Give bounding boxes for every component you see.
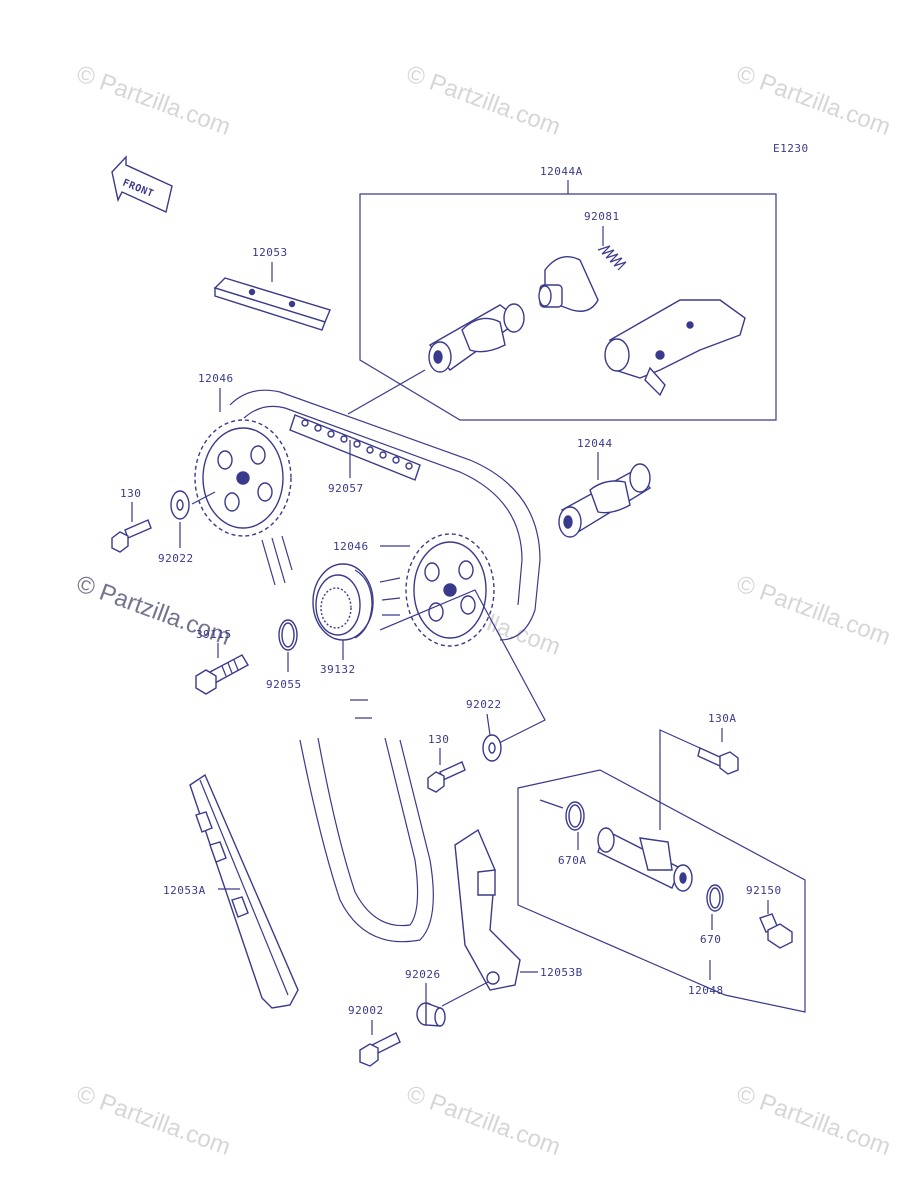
timing-chain-icon [229,389,541,943]
label-12053: 12053 [252,246,288,259]
bolt-130A-icon [697,747,739,775]
chain-guide-12053B-icon [454,828,521,991]
watermark: © Partzilla.com [73,60,234,141]
decompressor-lever-icon [604,299,746,397]
oring-92055-icon [278,619,298,651]
spring-92081-icon [597,245,627,271]
label-92081: 92081 [584,210,620,223]
label-92150: 92150 [746,884,782,897]
sprocket-hub-39132-icon [312,563,374,641]
bolt-39115-icon [195,654,249,695]
bolt-92150-icon [759,913,793,949]
watermark: © Partzilla.com [733,1080,894,1161]
tensioner-box [517,769,806,1013]
label-12053A: 12053A [163,884,206,897]
label-12046-mid: 12046 [333,540,369,553]
label-130-left: 130 [120,487,141,500]
label-92022-mid: 92022 [466,698,502,711]
label-12044: 12044 [577,437,613,450]
label-39115: 39115 [196,628,232,641]
oring-670A-icon [565,801,585,831]
label-92055: 92055 [266,678,302,691]
bolt-130-left-icon [111,519,152,553]
collar-92026-icon [416,1002,446,1027]
oring-670-icon [706,884,724,912]
decompressor-weight-icon [538,256,599,312]
label-39132: 39132 [320,663,356,676]
label-92022-left: 92022 [158,552,194,565]
camshaft-intake-icon [428,303,525,373]
label-92057: 92057 [328,482,364,495]
watermark: © Partzilla.com [73,1080,234,1161]
label-130-mid: 130 [428,733,449,746]
cam-sprocket-top-icon [194,419,292,537]
watermark: © Partzilla.com [403,60,564,141]
label-12053B: 12053B [540,966,583,979]
camshaft-exhaust-icon [558,463,652,538]
chain-segment-92057-icon [289,414,421,481]
washer-92022-mid-icon [482,734,502,762]
chain-guide-12053A-icon [189,773,299,1009]
label-670A: 670A [558,854,587,867]
washer-92022-left-icon [170,490,190,520]
camshaft-assembly-box: 12044A [359,165,777,421]
bolt-92002-icon [359,1032,401,1067]
bolt-130-mid-icon [427,761,466,793]
chain-guide-12053-icon [213,277,331,331]
label-92002: 92002 [348,1004,384,1017]
label-670: 670 [700,933,721,946]
diagram-code: E1230 [773,142,809,155]
label-12048: 12048 [688,984,724,997]
label-92026: 92026 [405,968,441,981]
label-130A: 130A [708,712,737,725]
chain-tensioner-icon [597,827,693,892]
label-12046-top: 12046 [198,372,234,385]
watermark: © Partzilla.com [733,570,894,651]
label-12044A: 12044A [540,165,583,178]
watermark: © Partzilla.com [403,1080,564,1161]
cam-sprocket-mid-icon [405,533,495,647]
watermark: © Partzilla.com [733,60,894,141]
front-arrow-icon: FRONT [111,155,173,213]
